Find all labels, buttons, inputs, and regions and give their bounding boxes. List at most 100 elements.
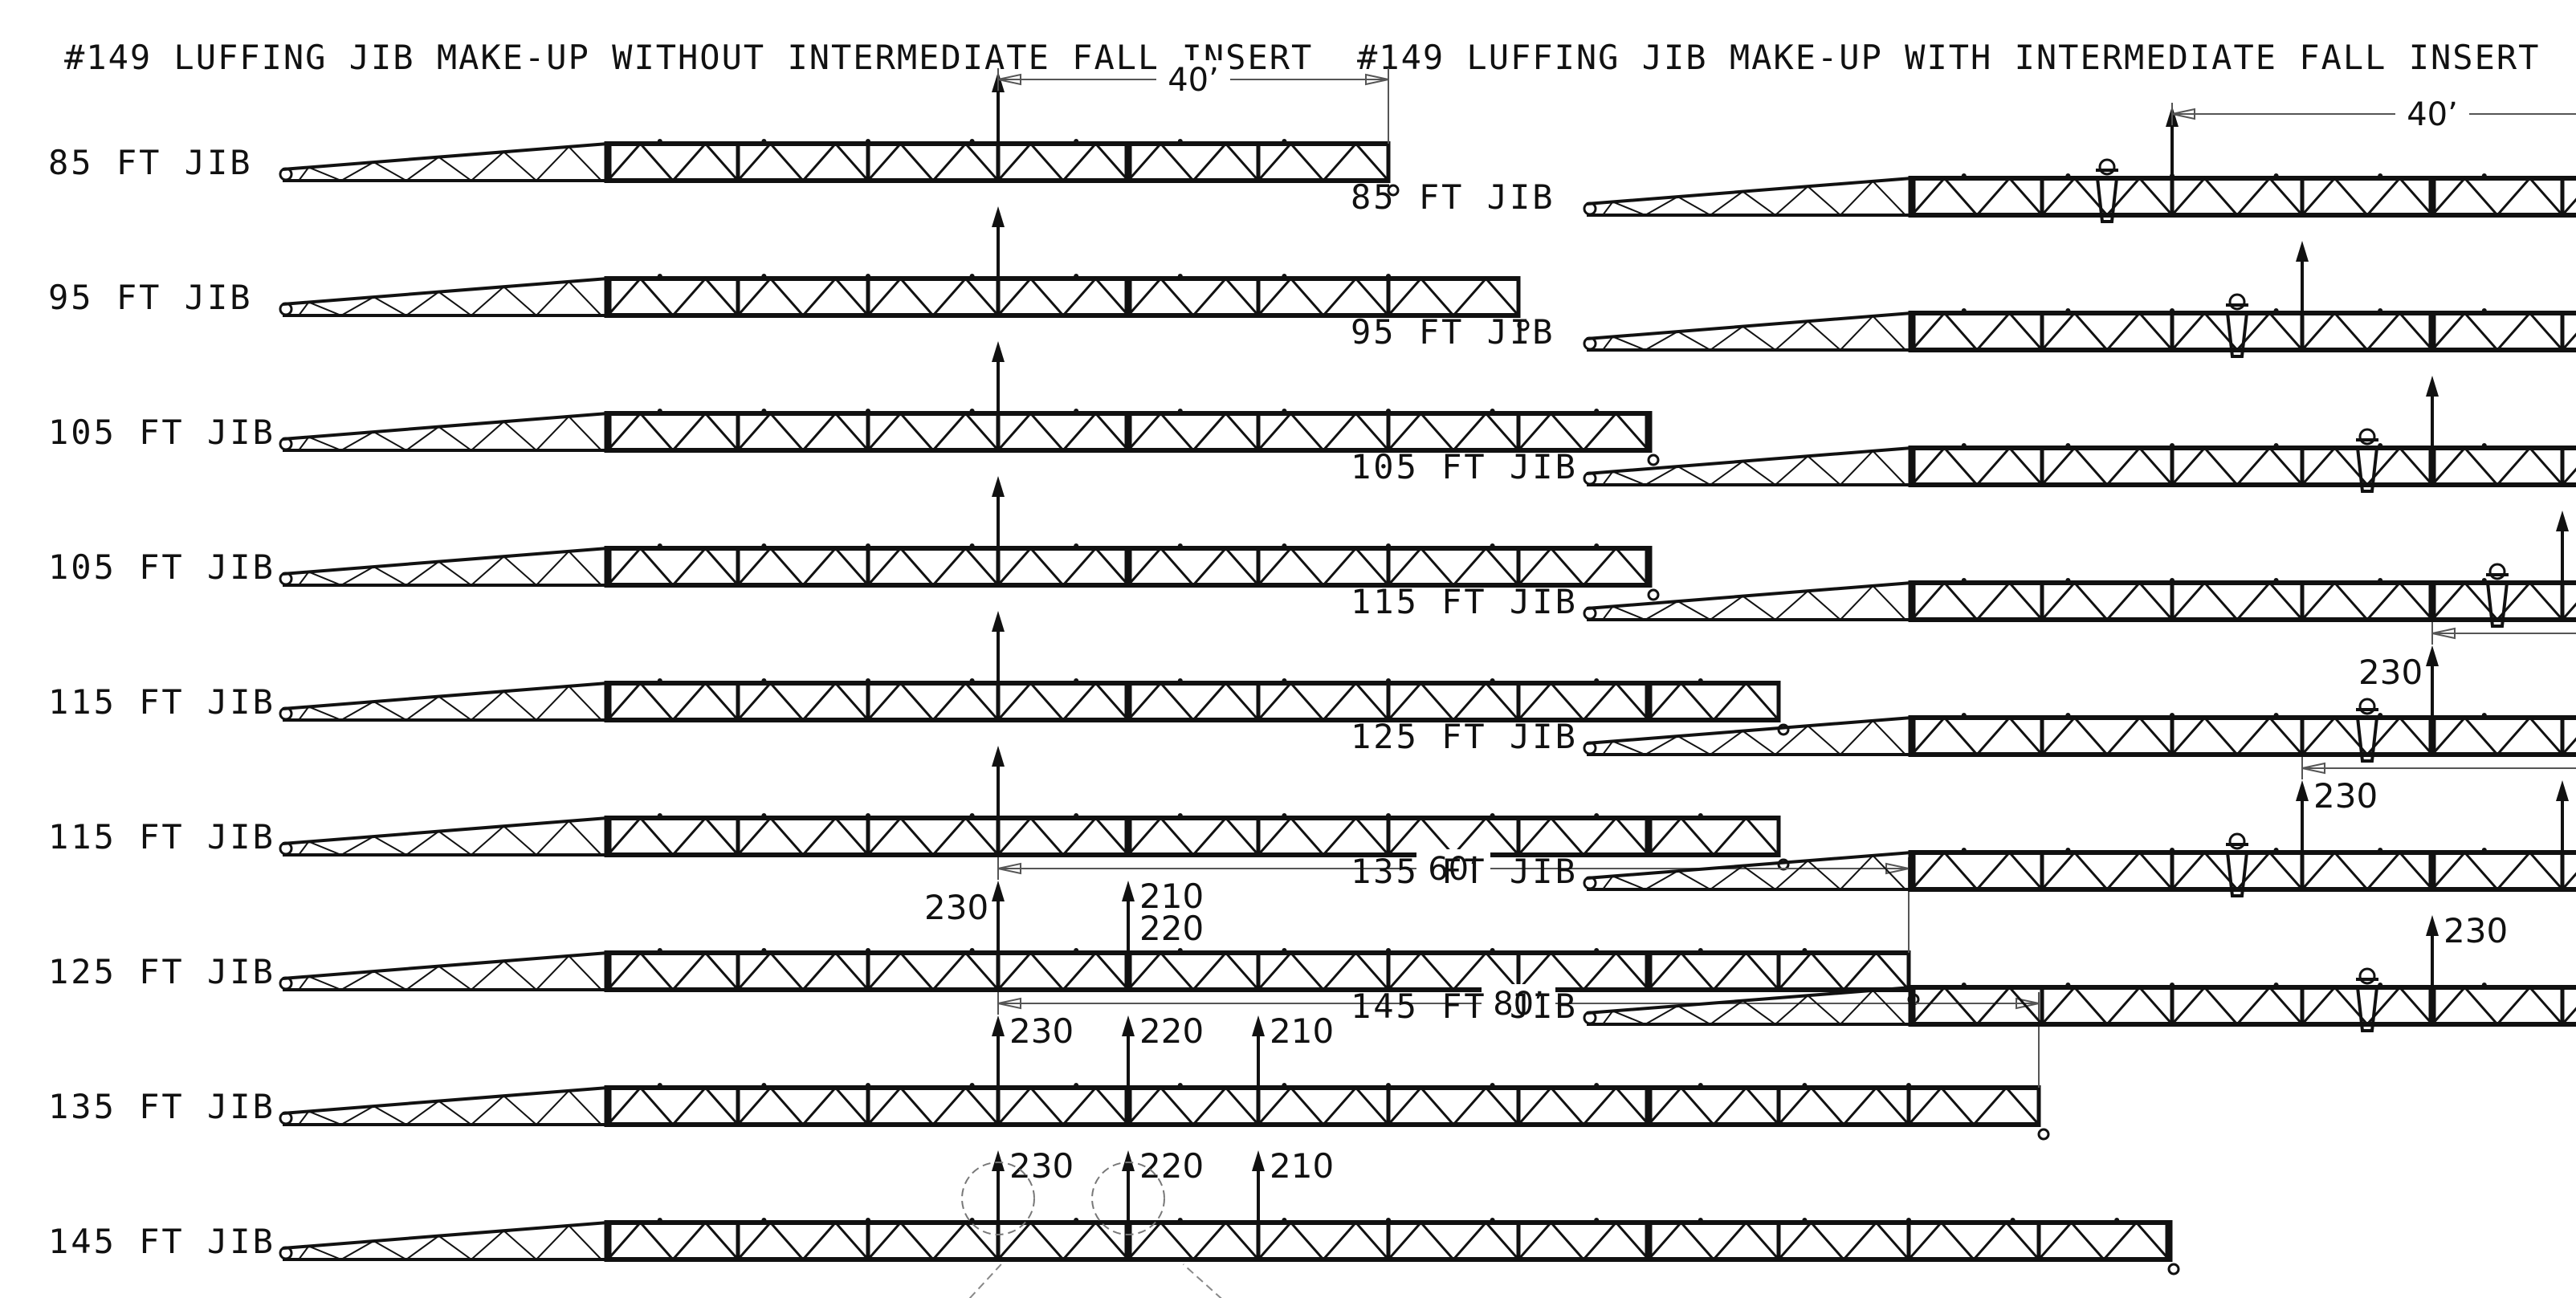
jib-tip-section [282,951,609,991]
jib-chord-detail [1386,813,1391,818]
jib-chord-detail [1961,578,1967,583]
jib-tip-lacing [298,954,602,991]
jib-chord-detail [866,948,870,953]
jib-chord-detail [1490,813,1495,818]
jib-tip-lacing [1602,989,1906,1026]
jib-chord-detail [1490,678,1495,683]
intermediate-fall-sheave [2228,832,2246,850]
jib-chord-detail [657,274,662,279]
jib-chord-detail [657,543,662,548]
dimension-text-mask [1482,984,1555,1016]
jib-chord-detail [2481,848,2487,852]
dimension-arrow [997,997,1021,1010]
jib-lacing [606,816,1780,857]
jib-chord-detail [657,1083,662,1088]
jib-chord-detail [1698,813,1703,818]
jib-chord-detail [866,813,870,818]
jib-tip-section [1586,446,1913,486]
detail-circle [961,1162,1035,1235]
jib-length-label: 125 FT JIB [48,952,275,991]
fall-arrow-head [992,1015,1005,1036]
jib-chord-detail [969,274,975,279]
jib-length-label: 105 FT JIB [48,547,275,587]
jib-tip-section [1586,986,1913,1026]
fall-arrow-head [2426,915,2439,936]
fall-arrow-head [992,881,1005,901]
fall-load-label: 210 [1270,1146,1334,1186]
jib-head-sheave [2167,1263,2180,1276]
jib-length-label: 95 FT JIB [1351,312,1555,352]
jib-chord-detail [2481,578,2487,583]
jib-chord-detail [761,813,767,818]
jib-chord-detail [2170,848,2175,852]
fall-arrow-head [2426,376,2439,397]
jib-chord-detail [1282,678,1287,683]
jib-chord-detail [1594,948,1600,953]
jib-chord-detail [761,139,767,144]
jib-chord-detail [866,139,870,144]
jib-lacing [1910,715,2576,757]
jib-chord-detail [657,948,662,953]
jib-chord-detail [2065,713,2071,718]
jib-chord-detail [761,948,767,953]
jib-chord-detail [1074,678,1079,683]
jib-chord-detail [1282,274,1287,279]
jib-chord-detail [1594,409,1600,413]
jib-row: 85 FT JIB [1351,106,2576,223]
jib-chord-detail [2065,983,2071,987]
jib-chord-detail [2065,848,2071,852]
jib-chord-detail [2065,578,2071,583]
jib-chord-detail [2273,578,2279,583]
fall-load-label: 220 [1139,909,1204,948]
fall-arrow-head [1252,1150,1265,1171]
jib-tip-lacing [298,1089,602,1126]
jib-chord-detail [657,813,662,818]
jib-chord-detail [1386,409,1391,413]
jib-chord-detail [657,678,662,683]
fall-arrow-head [1122,881,1135,901]
dimension: 60’ [2431,622,2576,645]
jib-length-label: 85 FT JIB [48,143,253,182]
jib-tip-lacing [1602,315,1906,352]
jib-tip-lacing [298,280,602,317]
jib-chord-detail [2170,713,2175,718]
jib-chord-detail [969,813,975,818]
intermediate-fall-sheave [2228,293,2246,311]
jib-tip-section [282,816,609,857]
detail-circle [1091,1162,1165,1235]
jib-heel-pin [1583,876,1597,890]
jib-length-label: 85 FT JIB [1351,177,1555,217]
dimension: 80’ [997,984,2040,1088]
fall-arrow-head [992,746,1005,767]
jib-chord-detail [1961,713,1967,718]
jib-chord-detail [1594,1218,1600,1223]
intermediate-fall-sheave [2358,698,2376,715]
jib-chord-detail [969,948,975,953]
jib-chord-detail [1282,1218,1287,1223]
jib-head-sheave [1647,588,1660,601]
jib-chord-detail [1282,409,1287,413]
jib-chord-detail [1961,443,1967,448]
dimension-text: 40’ [2407,96,2458,133]
jib-length-label: 125 FT JIB [1351,717,1578,756]
fall-arrow-head [1122,1015,1135,1036]
jib-chord-detail [1386,1218,1391,1223]
jib-chord-detail [761,1083,767,1088]
fall-arrow-head [2296,780,2309,801]
jib-chord-detail [657,409,662,413]
jib-heel-pin [1583,336,1597,351]
intermediate-fall-sheave [2098,158,2116,176]
fall-load-label: 230 [1009,1146,1074,1186]
jib-row: 105 FT JIB [48,341,1660,466]
jib-chord-detail [1282,1083,1287,1088]
intermediate-fall-sheave [2488,563,2506,580]
jib-tip-section [1586,716,1913,756]
jib-chord-detail [1490,1083,1495,1088]
fall-arrow-head [992,476,1005,497]
jib-chord-detail [1490,948,1495,953]
jib-chord-detail [1802,1083,1808,1088]
